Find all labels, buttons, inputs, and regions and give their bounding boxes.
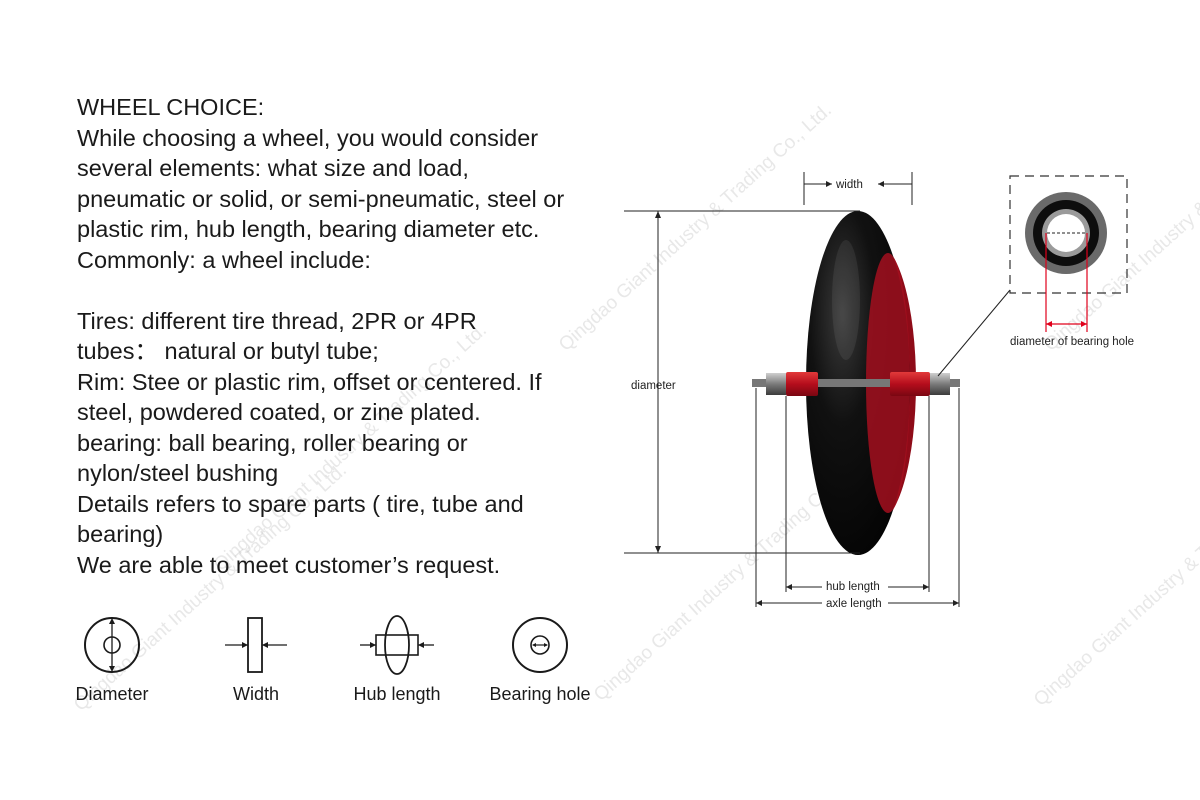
bearing-hole xyxy=(1047,214,1085,252)
axle xyxy=(752,379,960,387)
diameter-icon xyxy=(84,617,140,673)
paragraph-line: steel, powdered coated, or zine plated. xyxy=(77,399,481,425)
legend-bearing-hole: Bearing hole xyxy=(470,612,610,705)
wheel-choice-text: WHEEL CHOICE: While choosing a wheel, yo… xyxy=(77,92,637,580)
paragraph-line: Tires: different tire thread, 2PR or 4PR xyxy=(77,307,477,334)
paragraph-line: pneumatic or solid, or semi-pneumatic, s… xyxy=(77,185,565,212)
bearing-hole-label: diameter of bearing hole xyxy=(1010,336,1134,348)
paragraph-line: bearing) xyxy=(77,521,164,547)
paragraph-line: Rim: Stee or plastic rim, offset or cent… xyxy=(77,368,542,395)
paragraph-line: Details refers to spare parts ( tire, tu… xyxy=(77,490,524,517)
legend-hub-length: Hub length xyxy=(327,612,467,705)
legend-label: Hub length xyxy=(353,684,441,704)
paragraph-line: While choosing a wheel, you would consid… xyxy=(77,124,539,151)
paragraph-line: We are able to meet customer’s request. xyxy=(77,551,501,578)
paragraph-line: plastic rim, hub length, bearing diamete… xyxy=(77,216,540,242)
axle-length-label: axle length xyxy=(826,598,882,610)
bearing-hole-icon xyxy=(512,617,568,673)
hub-right xyxy=(890,372,930,396)
nut-left xyxy=(766,373,786,395)
legend-width: Width xyxy=(186,612,326,705)
hub-length-label: hub length xyxy=(826,581,880,593)
heading: WHEEL CHOICE: xyxy=(77,94,265,120)
paragraph-line: bearing: ball bearing, roller bearing or xyxy=(77,429,468,456)
bearing-callout-line xyxy=(937,289,1011,377)
diameter-label: diameter xyxy=(631,380,676,392)
paragraph-line: several elements: what size and load, xyxy=(77,155,469,181)
legend-label: Width xyxy=(232,684,279,704)
paragraph-line: tubes： natural or butyl tube; xyxy=(77,338,379,364)
legend-label: Bearing hole xyxy=(489,684,591,704)
tire-highlight xyxy=(832,240,860,360)
bearing-detail-box xyxy=(1009,175,1128,294)
width-icon xyxy=(225,617,287,673)
width-label: width xyxy=(835,179,863,191)
legend-label: Diameter xyxy=(75,684,149,704)
hub-length-icon xyxy=(360,615,434,675)
paragraph-line: nylon/steel bushing xyxy=(77,460,279,486)
hub-left xyxy=(786,372,818,396)
nut-right xyxy=(930,373,950,395)
paragraph-line: Commonly: a wheel include: xyxy=(77,246,371,273)
legend-diameter: Diameter xyxy=(42,612,182,705)
